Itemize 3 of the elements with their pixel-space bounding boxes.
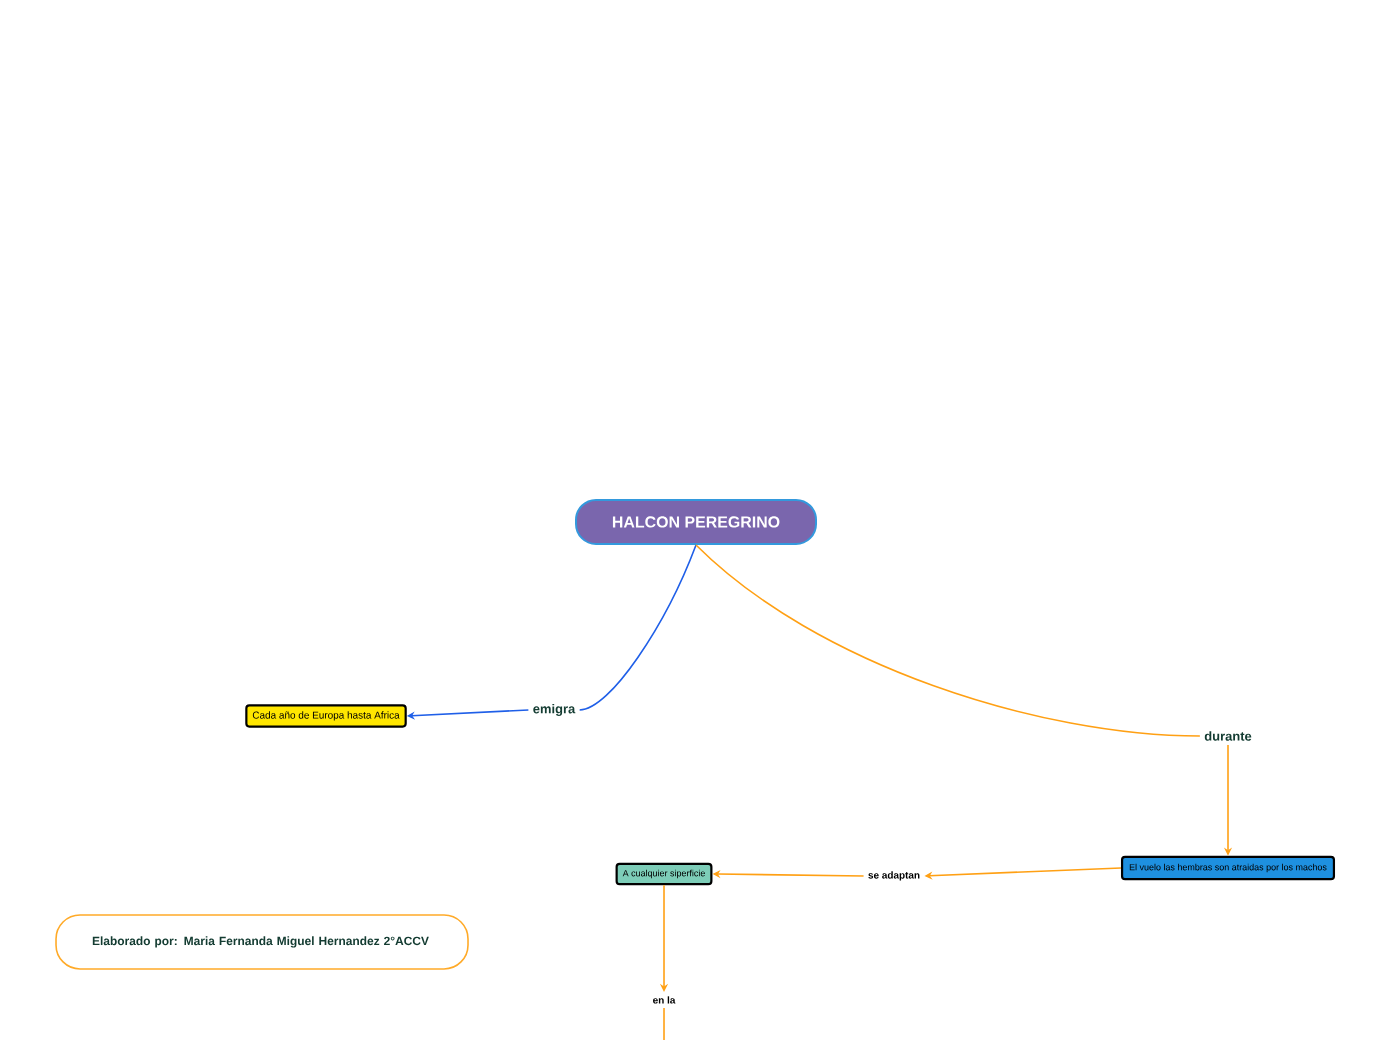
connector xyxy=(695,544,1201,737)
connector xyxy=(578,544,697,711)
connector xyxy=(663,1007,665,1040)
